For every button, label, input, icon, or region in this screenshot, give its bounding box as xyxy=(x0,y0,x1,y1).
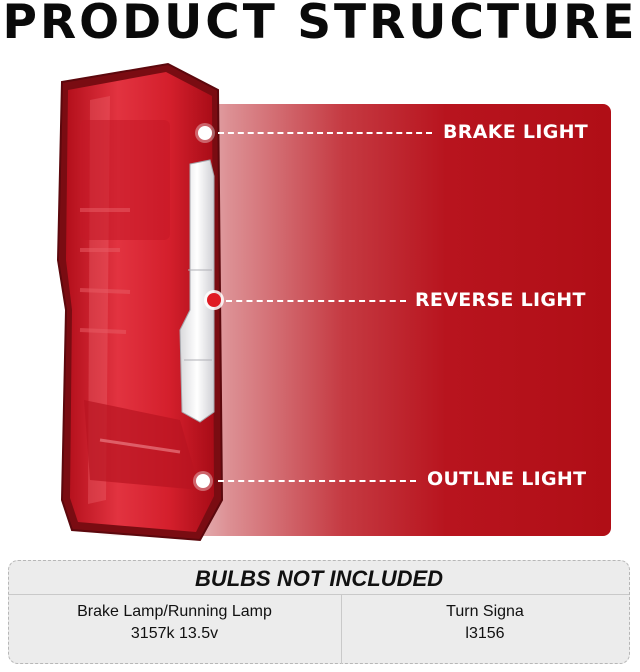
brake-light-label: BRAKE LIGHT xyxy=(443,121,589,143)
reverse-light-label: REVERSE LIGHT xyxy=(415,289,586,311)
bulbs-heading: BULBS NOT INCLUDED xyxy=(194,566,444,591)
brake-light-marker xyxy=(198,126,212,140)
bulbs-divider xyxy=(9,594,629,595)
brake-light-leader xyxy=(218,132,432,134)
bulb-turn-spec: l3156 xyxy=(465,625,505,642)
tail-light-image xyxy=(56,62,224,542)
bulb-turn-name: Turn Signa xyxy=(446,603,524,620)
bulb-turn-cell: Turn Signa l3156 xyxy=(345,601,625,645)
bulb-brake-name: Brake Lamp/Running Lamp xyxy=(77,603,272,620)
outline-light-marker xyxy=(196,474,210,488)
reverse-light-marker xyxy=(207,293,221,307)
bulb-brake-cell: Brake Lamp/Running Lamp 3157k 13.5v xyxy=(17,601,332,645)
bulbs-column-divider xyxy=(341,594,342,664)
bulb-brake-spec: 3157k 13.5v xyxy=(130,625,219,642)
outline-light-label: OUTLNE LIGHT xyxy=(427,468,587,490)
outline-light-leader xyxy=(218,480,416,482)
page-title: PRODUCT STRUCTURE xyxy=(2,0,638,50)
reverse-light-leader xyxy=(226,300,406,302)
bulbs-info-box: BULBS NOT INCLUDED Brake Lamp/Running La… xyxy=(8,560,630,664)
